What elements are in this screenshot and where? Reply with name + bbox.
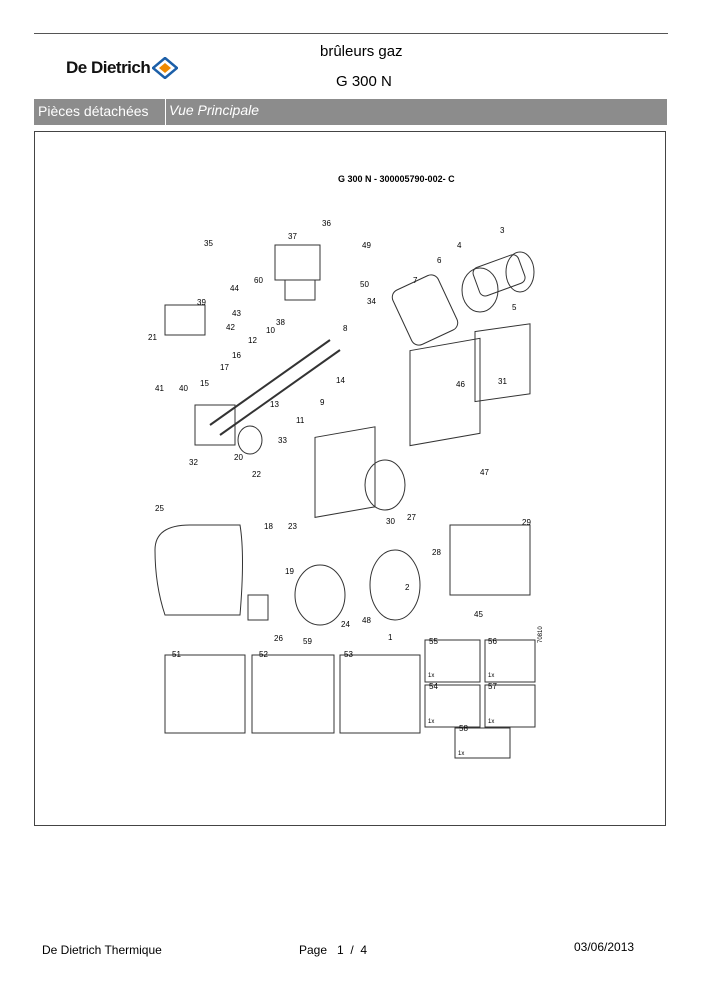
part-label: 59 — [303, 637, 312, 646]
part-label: 32 — [189, 458, 198, 467]
gas-valve-part — [274, 244, 321, 281]
part-label: 2 — [405, 583, 410, 592]
part-label: 8 — [343, 324, 348, 333]
part-number-labels: 1 2 3 4 5 6 7 8 9 10 11 12 13 14 15 16 1… — [148, 219, 531, 733]
footer-page: Page 1 / 4 — [299, 943, 368, 957]
doc-title-model: G 300 N — [336, 73, 392, 90]
part-label: 22 — [252, 470, 261, 479]
part-label: 28 — [432, 548, 441, 557]
part-label: 29 — [522, 518, 531, 527]
part-label: 52 — [259, 650, 268, 659]
header-rule — [34, 33, 668, 34]
solenoid-valve-part — [164, 304, 206, 336]
part-label: 25 — [155, 504, 164, 513]
quantity-label: 1x — [488, 719, 494, 725]
exploded-view-drawing: 1 2 3 4 5 6 7 8 9 10 11 12 13 14 15 16 1… — [148, 219, 544, 759]
part-label: 30 — [386, 517, 395, 526]
quantity-label: 1x — [428, 673, 434, 679]
kit-box-52 — [251, 654, 335, 734]
part-label: 56 — [488, 637, 497, 646]
motor-part — [294, 564, 346, 626]
part-label: 11 — [296, 416, 305, 425]
part-label: 58 — [459, 724, 468, 733]
section-label: Pièces détachées — [34, 99, 166, 125]
housing-part — [409, 337, 481, 447]
part-label: 7 — [413, 276, 418, 285]
burner-cover-part — [154, 524, 243, 616]
part-label: 9 — [320, 398, 325, 407]
part-label: 23 — [288, 522, 297, 531]
doc-title-category: brûleurs gaz — [320, 43, 403, 60]
part-label: 12 — [248, 336, 257, 345]
quantity-label: 1x — [458, 751, 464, 757]
part-label: 17 — [220, 363, 229, 372]
part-label: 15 — [200, 379, 209, 388]
control-box-part — [449, 524, 531, 596]
part-label: 54 — [429, 682, 438, 691]
brand-name: De Dietrich — [66, 58, 151, 77]
part-label: 46 — [456, 380, 465, 389]
part-label: 5 — [512, 303, 517, 312]
view-label: Vue Principale — [169, 102, 260, 118]
part-label: 33 — [278, 436, 287, 445]
part-label: 14 — [336, 376, 345, 385]
part-label: 10 — [266, 326, 275, 335]
part-label: 6 — [437, 256, 442, 265]
part-label: 1 — [388, 633, 393, 642]
part-label: 49 — [362, 241, 371, 250]
part-label: 27 — [407, 513, 416, 522]
burner-tube-part — [391, 274, 459, 346]
part-label: 35 — [204, 239, 213, 248]
kit-box-56 — [484, 639, 536, 683]
part-label: 45 — [474, 610, 483, 619]
part-label: 60 — [254, 276, 263, 285]
part-label: 31 — [498, 377, 507, 386]
drawing-frame — [34, 131, 666, 826]
part-label: 26 — [274, 634, 283, 643]
part-label: 16 — [232, 351, 241, 360]
part-label: 55 — [429, 637, 438, 646]
kit-box-55 — [424, 639, 481, 683]
part-label: 51 — [172, 650, 181, 659]
footer-date: 03/06/2013 — [574, 940, 635, 954]
kit-box-53 — [339, 654, 421, 734]
part-label: 3 — [500, 226, 505, 235]
footer-company: De Dietrich Thermique — [42, 943, 162, 957]
section-bar: Pièces détachées Vue Principale — [34, 99, 667, 125]
part-label: 37 — [288, 232, 297, 241]
kit-box-58 — [454, 727, 511, 759]
kit-box-51 — [164, 654, 246, 734]
side-code: 70810 — [538, 626, 544, 643]
part-label: 13 — [270, 400, 279, 409]
part-label: 19 — [285, 567, 294, 576]
quantity-label: 1x — [488, 673, 494, 679]
part-label: 20 — [234, 453, 243, 462]
part-label: 36 — [322, 219, 331, 228]
part-label: 43 — [232, 309, 241, 318]
drawing-reference: G 300 N - 300005790-002- C — [338, 174, 455, 184]
part-label: 53 — [344, 650, 353, 659]
part-label: 24 — [341, 620, 350, 629]
part-label: 38 — [276, 318, 285, 327]
part-label: 57 — [488, 682, 497, 691]
part-label: 39 — [197, 298, 206, 307]
part-label: 44 — [230, 284, 239, 293]
diamond-logo-icon — [152, 57, 179, 79]
kit-box-54 — [424, 684, 481, 728]
part-label: 4 — [457, 241, 462, 250]
brand-logo: De Dietrich — [66, 57, 179, 79]
kit-box-57 — [484, 684, 536, 728]
part-label: 34 — [367, 297, 376, 306]
burner-nozzle-part — [505, 251, 535, 293]
part-label: 18 — [264, 522, 273, 531]
part-label: 40 — [179, 384, 188, 393]
quantity-label: 1x — [428, 719, 434, 725]
part-label: 50 — [360, 280, 369, 289]
part-label: 21 — [148, 333, 157, 342]
part-label: 42 — [226, 323, 235, 332]
part-label: 41 — [155, 384, 164, 393]
fan-wheel-part — [364, 459, 406, 511]
part-label: 47 — [480, 468, 489, 477]
part-label: 48 — [362, 616, 371, 625]
